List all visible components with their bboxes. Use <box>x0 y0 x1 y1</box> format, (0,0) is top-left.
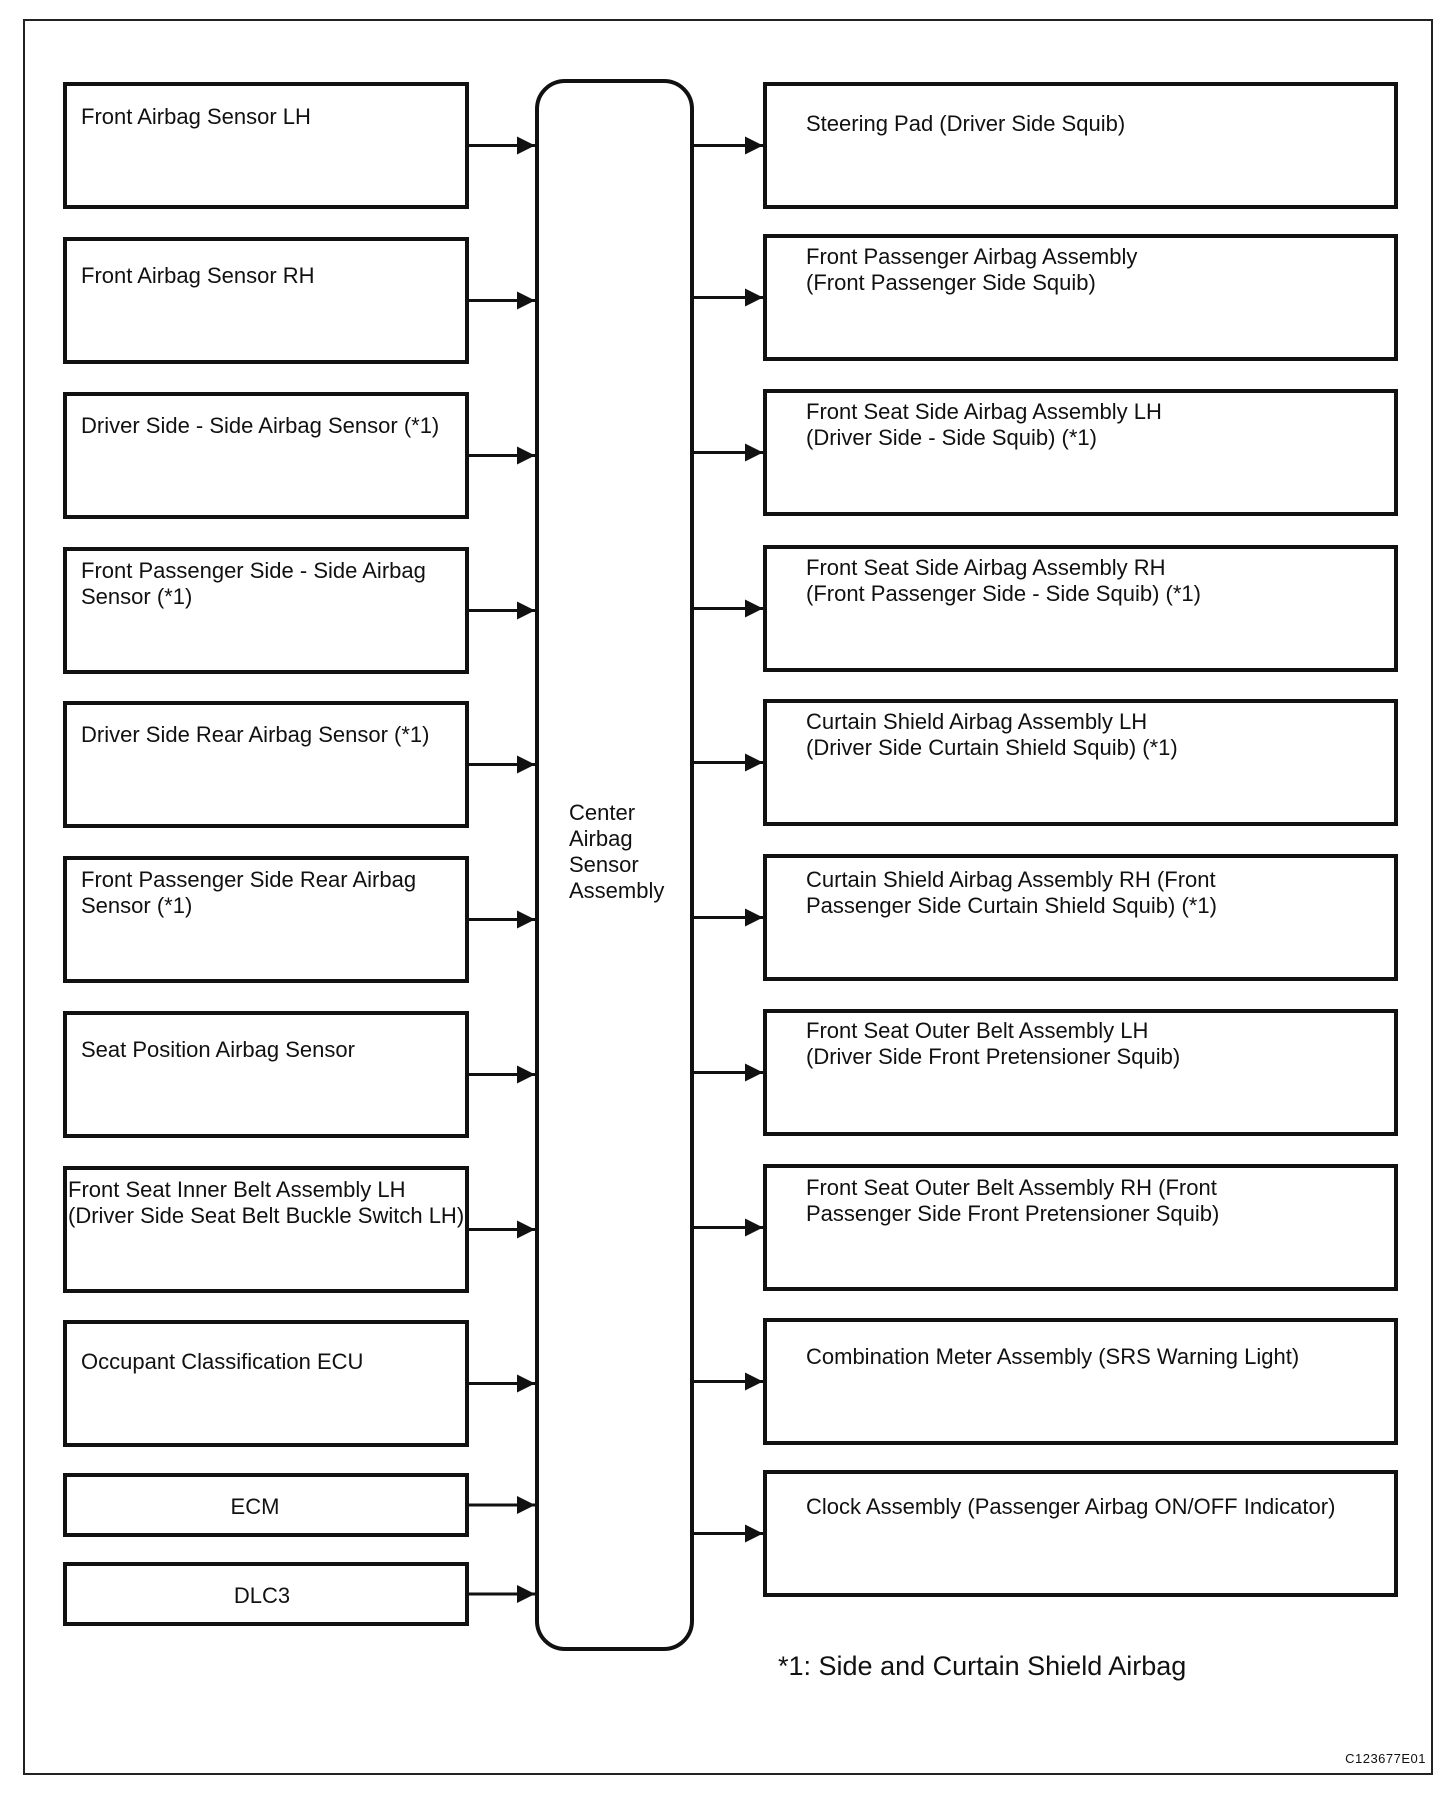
input-label: Front Passenger Side - Side Airbag Senso… <box>81 558 426 609</box>
center-unit-label: Center Airbag Sensor Assembly <box>569 800 665 903</box>
output-label: Curtain Shield Airbag Assembly RH (Front… <box>806 867 1217 918</box>
output-box-combination-meter: Combination Meter Assembly (SRS Warning … <box>763 1318 1398 1445</box>
output-box-front-seat-side-airbag-rh: Front Seat Side Airbag Assembly RH (Fron… <box>763 545 1398 672</box>
input-box-front-passenger-side-rear-airbag-sensor: Front Passenger Side Rear Airbag Sensor … <box>63 856 469 983</box>
input-label: Driver Side Rear Airbag Sensor (*1) <box>81 722 430 747</box>
input-box-front-seat-inner-belt-lh: Front Seat Inner Belt Assembly LH (Drive… <box>63 1166 469 1293</box>
input-label: Seat Position Airbag Sensor <box>81 1037 355 1062</box>
output-label: Steering Pad (Driver Side Squib) <box>806 111 1126 136</box>
input-label: Occupant Classification ECU <box>81 1349 364 1374</box>
output-box-front-passenger-airbag-assembly: Front Passenger Airbag Assembly (Front P… <box>763 234 1398 361</box>
output-box-front-seat-outer-belt-lh: Front Seat Outer Belt Assembly LH (Drive… <box>763 1009 1398 1136</box>
input-box-front-passenger-side-airbag-sensor: Front Passenger Side - Side Airbag Senso… <box>63 547 469 674</box>
output-label: Clock Assembly (Passenger Airbag ON/OFF … <box>806 1494 1336 1519</box>
output-box-curtain-shield-airbag-lh: Curtain Shield Airbag Assembly LH (Drive… <box>763 699 1398 826</box>
center-airbag-sensor-assembly: Center Airbag Sensor Assembly <box>535 79 694 1651</box>
input-box-ecm: ECM <box>63 1473 469 1537</box>
input-box-front-airbag-sensor-rh: Front Airbag Sensor RH <box>63 237 469 364</box>
output-label: Front Passenger Airbag Assembly (Front P… <box>806 244 1138 295</box>
input-box-dlc3: DLC3 <box>63 1562 469 1626</box>
input-label: Front Seat Inner Belt Assembly LH (Drive… <box>68 1177 465 1228</box>
input-box-seat-position-airbag-sensor: Seat Position Airbag Sensor <box>63 1011 469 1138</box>
input-label: Driver Side - Side Airbag Sensor (*1) <box>81 413 440 438</box>
input-label: Front Airbag Sensor RH <box>81 263 315 288</box>
input-label: ECM <box>230 1494 280 1519</box>
output-label: Front Seat Side Airbag Assembly RH (Fron… <box>806 555 1201 606</box>
diagram-frame <box>23 19 1433 1775</box>
output-label: Front Seat Side Airbag Assembly LH (Driv… <box>806 399 1162 450</box>
output-box-clock-assembly: Clock Assembly (Passenger Airbag ON/OFF … <box>763 1470 1398 1597</box>
input-box-front-airbag-sensor-lh: Front Airbag Sensor LH <box>63 82 469 209</box>
output-box-front-seat-side-airbag-lh: Front Seat Side Airbag Assembly LH (Driv… <box>763 389 1398 516</box>
input-box-driver-side-rear-airbag-sensor: Driver Side Rear Airbag Sensor (*1) <box>63 701 469 828</box>
input-box-occupant-classification-ecu: Occupant Classification ECU <box>63 1320 469 1447</box>
footnote: *1: Side and Curtain Shield Airbag <box>778 1651 1187 1681</box>
output-label: Combination Meter Assembly (SRS Warning … <box>806 1344 1300 1369</box>
output-box-front-seat-outer-belt-rh: Front Seat Outer Belt Assembly RH (Front… <box>763 1164 1398 1291</box>
input-label: DLC3 <box>233 1583 291 1608</box>
output-box-steering-pad: Steering Pad (Driver Side Squib) <box>763 82 1398 209</box>
input-label: Front Airbag Sensor LH <box>81 104 311 129</box>
output-box-curtain-shield-airbag-rh: Curtain Shield Airbag Assembly RH (Front… <box>763 854 1398 981</box>
output-label: Front Seat Outer Belt Assembly RH (Front… <box>806 1175 1220 1226</box>
output-label: Curtain Shield Airbag Assembly LH (Drive… <box>806 709 1178 760</box>
input-box-driver-side-airbag-sensor: Driver Side - Side Airbag Sensor (*1) <box>63 392 469 519</box>
figure-code: C123677E01 <box>1345 1751 1426 1766</box>
output-label: Front Seat Outer Belt Assembly LH (Drive… <box>806 1018 1181 1069</box>
input-label: Front Passenger Side Rear Airbag Sensor … <box>81 867 417 918</box>
